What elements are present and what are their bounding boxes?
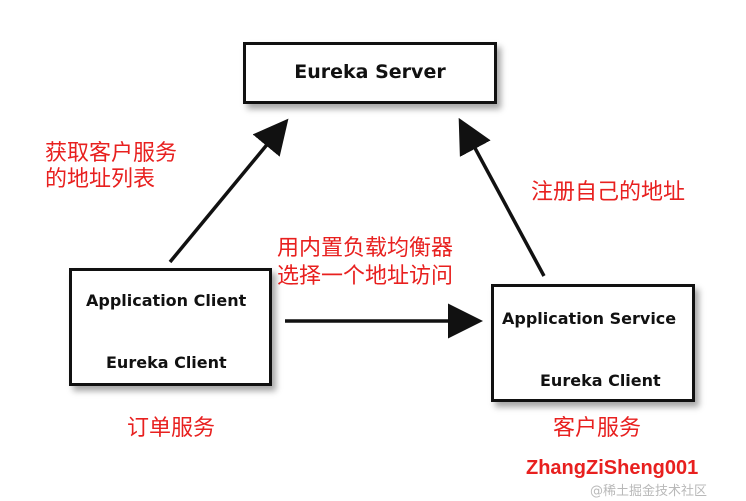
order-service-box: Application Client Eureka Client — [69, 268, 272, 386]
customer-service-caption: 客户服务 — [553, 416, 642, 441]
eureka-server-label: Eureka Server — [294, 61, 446, 83]
application-service-label: Application Service — [502, 309, 677, 328]
eureka-server-box: Eureka Server — [243, 42, 497, 104]
customer-eureka-client-label: Eureka Client — [540, 371, 661, 390]
customer-service-box: Application Service Eureka Client — [491, 284, 695, 402]
load-balancer-label-line1: 用内置负载均衡器 — [277, 236, 454, 261]
application-client-label: Application Client — [86, 291, 247, 310]
arrow-fetch-addresses — [168, 118, 289, 264]
order-eureka-client-label: Eureka Client — [106, 353, 227, 372]
author-watermark: ZhangZiSheng001 — [526, 457, 699, 479]
arrow-register-address — [458, 117, 546, 277]
fetch-address-label-line1: 获取客户服务 — [45, 141, 178, 166]
order-service-caption: 订单服务 — [127, 416, 216, 441]
register-address-label: 注册自己的地址 — [531, 180, 686, 205]
site-watermark: @稀土掘金技术社区 — [590, 484, 708, 499]
fetch-address-label-line2: 的地址列表 — [45, 167, 156, 192]
load-balancer-label-line2: 选择一个地址访问 — [277, 264, 454, 289]
